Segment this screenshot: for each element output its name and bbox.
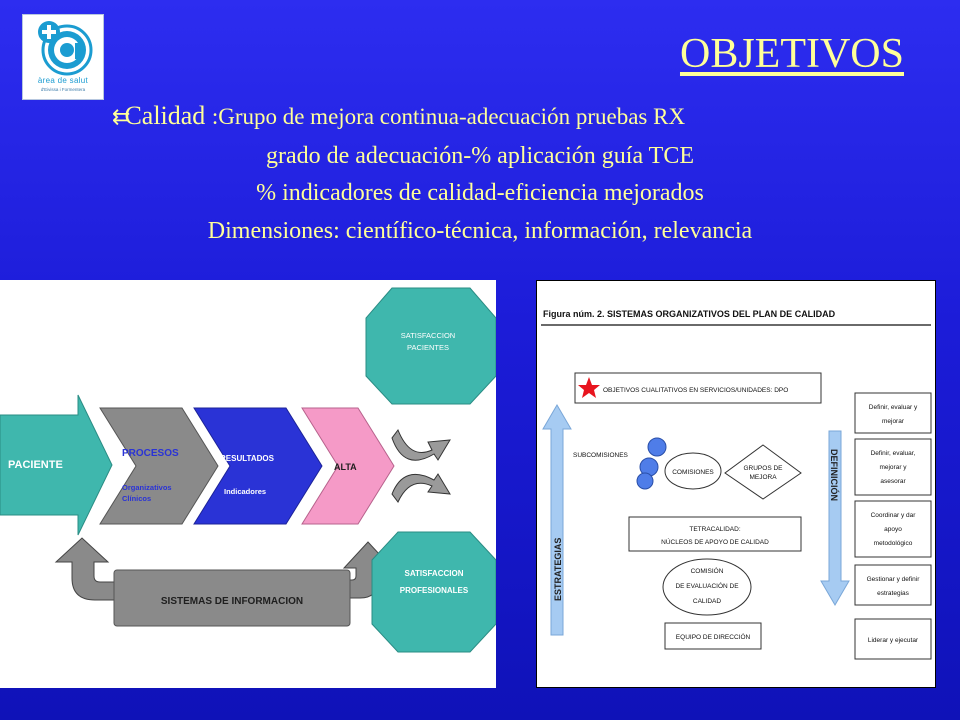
- subcomision-circle-1: [647, 437, 667, 457]
- tetracalidad-box: [628, 516, 802, 552]
- curved-arrow-down-icon: [391, 473, 451, 503]
- box4-line2: estrategias: [877, 590, 910, 597]
- bullet-calidad: ⇇Calidad :Grupo de mejora continua-adecu…: [112, 101, 685, 131]
- tetracalidad-line2: NÚCLEOS DE APOYO DE CALIDAD: [661, 537, 769, 546]
- text-line-2: % indicadores de calidad-eficiencia mejo…: [256, 180, 704, 206]
- definicion-arrow: [820, 430, 850, 606]
- logo-name: àrea de salut: [37, 76, 89, 85]
- definicion-label: DEFINICIÓN: [829, 449, 840, 501]
- estrategias-arrow: [542, 404, 572, 636]
- curved-arrow-up-icon: [391, 428, 451, 461]
- box-gestionar: [854, 564, 932, 606]
- red-star-icon: [578, 377, 600, 398]
- objetivos-label: OBJETIVOS CUALITATIVOS EN SERVICIOS/UNID…: [603, 387, 788, 394]
- tetracalidad-line1: TETRACALIDAD:: [689, 526, 740, 533]
- area-de-salut-logo-icon: [38, 21, 93, 76]
- double-left-arrow-bullet-icon: ⇇: [112, 105, 131, 130]
- comision-line3: CALIDAD: [693, 598, 721, 605]
- box3-line1: Coordinar y dar: [871, 512, 917, 519]
- feedback-arrow-left: [54, 537, 131, 601]
- equipo-label: EQUIPO DE DIRECCIÓN: [676, 632, 751, 641]
- paciente-label: PACIENTE: [8, 459, 63, 471]
- box1-line1: Definir, evaluar y: [869, 404, 918, 411]
- grupos-mejora-diamond: [724, 444, 802, 500]
- procesos-chevron: [99, 407, 219, 525]
- comision-line2: DE EVALUACIÓN DE: [675, 581, 739, 590]
- sat-profesionales-line2: PROFESIONALES: [400, 586, 469, 595]
- box3-line3: metodológico: [874, 540, 913, 547]
- grupos-line1: GRUPOS DE: [743, 465, 783, 472]
- quality-plan-figure: Figura núm. 2. SISTEMAS ORGANIZATIVOS DE…: [536, 280, 936, 688]
- box3-line2: apoyo: [884, 526, 902, 533]
- logo-subtitle: d'Eivissa i Formentera: [40, 87, 86, 92]
- box-liderar: [854, 618, 932, 660]
- bullet-head: Calidad: [124, 101, 206, 130]
- comisiones-label: COMISIONES: [672, 469, 714, 476]
- box1-line2: mejorar: [882, 418, 905, 425]
- comision-evaluacion-ellipse: [662, 558, 752, 616]
- text-line-1: grado de adecuación-% aplicación guía TC…: [265, 143, 695, 169]
- alta-label: ALTA: [334, 462, 357, 472]
- figure-title: Figura núm. 2. SISTEMAS ORGANIZATIVOS DE…: [543, 309, 836, 319]
- comisiones-ellipse: [664, 452, 722, 490]
- sat-pacientes-line2: PACIENTES: [407, 343, 449, 352]
- box4-line1: Gestionar y definir: [867, 576, 921, 583]
- sat-profesionales-line1: SATISFACCION: [405, 569, 464, 578]
- procesos-label: PROCESOS: [122, 448, 179, 459]
- box2-line3: asesorar: [880, 478, 906, 485]
- grupos-line2: MEJORA: [749, 474, 777, 481]
- resultados-label: RESULTADOS: [220, 454, 275, 463]
- comision-line1: COMISIÓN: [691, 566, 724, 575]
- text-line-3: Dimensiones: científico-técnica, informa…: [207, 218, 753, 244]
- indicadores-label: Indicadores: [224, 487, 266, 496]
- sat-pacientes-line1: SATISFACCION: [401, 331, 455, 340]
- objetivos-box: [574, 372, 822, 404]
- procesos-sub-clinicos: Clínicos: [122, 494, 151, 503]
- procesos-sub-organizativos: Organizativos: [122, 483, 172, 492]
- process-flow-diagram: SISTEMAS DE INFORMACION PACIENTE PROCESO…: [0, 280, 497, 688]
- paciente-arrow: [0, 394, 113, 536]
- bullet-rest: :Grupo de mejora continua-adecuación pru…: [211, 104, 686, 129]
- box-coordinar: [854, 500, 932, 558]
- resultados-chevron: [193, 407, 323, 525]
- estrategias-label: ESTRATEGIAS: [553, 538, 563, 601]
- equipo-direccion-box: [664, 622, 762, 650]
- area-de-salut-logo: àrea de salut d'Eivissa i Formentera: [22, 14, 104, 100]
- sistemas-informacion-box: [113, 569, 351, 627]
- subcomision-circle-3: [636, 472, 654, 490]
- box5-line1: Liderar y ejecutar: [868, 637, 919, 644]
- satisfaccion-profesionales-octagon: [371, 531, 497, 653]
- alta-chevron: [301, 407, 395, 525]
- box2-line1: Definir, evaluar,: [871, 450, 916, 457]
- box2-line2: mejorar y: [879, 464, 907, 471]
- slide-title: OBJETIVOS: [679, 31, 904, 77]
- box-definir-evaluar: [854, 392, 932, 434]
- sistemas-informacion-label: SISTEMAS DE INFORMACION: [161, 596, 303, 607]
- subcomisiones-label: SUBCOMISIONES: [573, 452, 629, 459]
- box-definir-asesorar: [854, 438, 932, 496]
- satisfaccion-pacientes-octagon: [365, 287, 497, 405]
